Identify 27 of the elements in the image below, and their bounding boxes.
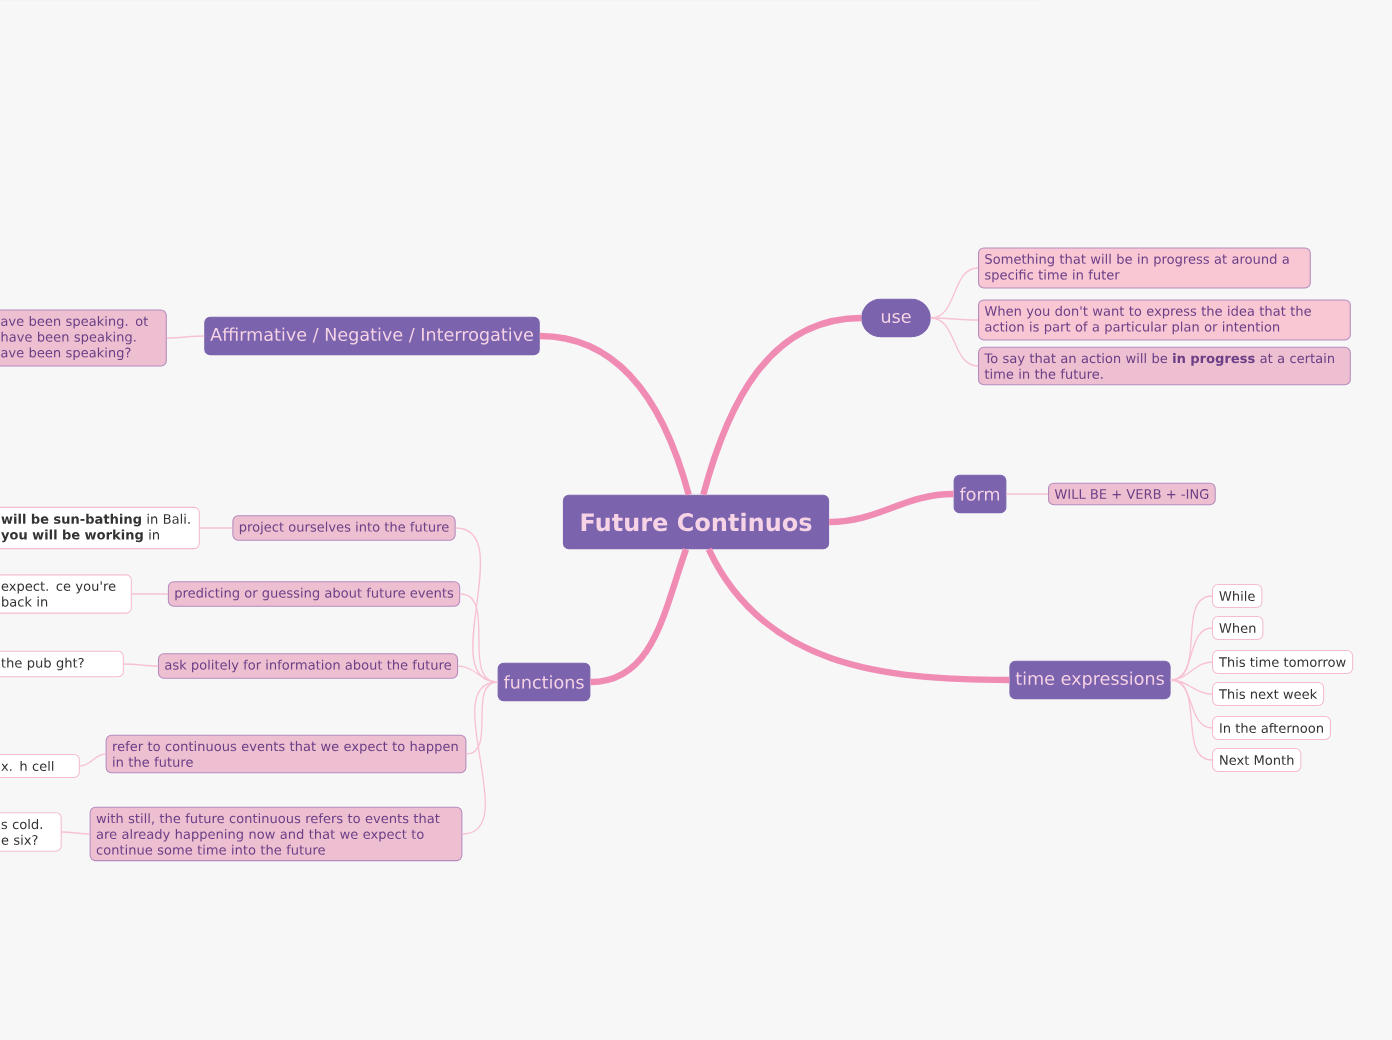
branch-line [79,753,107,767]
central-topic-box: Future Continuos [562,494,830,550]
branch-line [590,548,690,686]
branch-line [930,317,979,367]
topic-box: Affirmative / Negative / Interrogative [204,316,540,356]
branch-line [1005,493,1049,495]
topic-box: form [953,474,1007,514]
branch-line [61,831,91,835]
branch-line [705,547,1010,684]
branch-line [930,317,979,321]
topic-box: functions [497,662,591,702]
branch-line [1169,661,1213,681]
branch-line [828,490,954,526]
branch-line [123,663,159,667]
branch-line [1169,627,1213,681]
branch-line [700,314,862,496]
branch-line [1169,679,1213,761]
branch-line [166,335,205,339]
topic-box: time expressions [1009,660,1171,700]
branch-line [930,267,979,319]
branch-line [1169,679,1213,729]
branch-line [457,665,499,683]
branch-line [199,527,233,529]
branch-line [465,681,499,755]
branch-line [539,332,692,496]
branch-line [131,593,169,595]
branch-line [461,681,499,835]
